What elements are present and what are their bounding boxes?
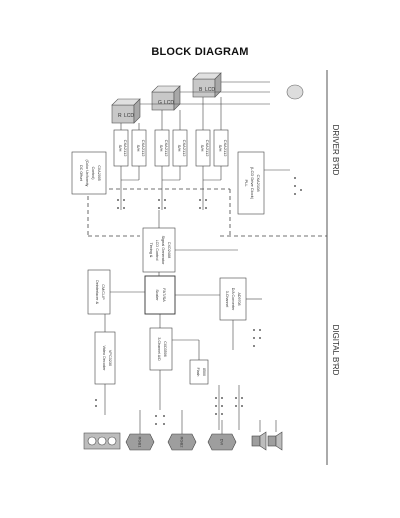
video-decoder-block: Video Decoder VPC3230 [94, 331, 116, 385]
sh-block-2: S/H CXA2112 [131, 129, 147, 167]
speaker-icon-2 [267, 431, 283, 451]
svg-text:CXA2112: CXA2112 [123, 140, 128, 158]
svg-text:DVI: DVI [220, 439, 225, 446]
speaker-icon [251, 431, 267, 451]
rgb1-connector: RGB1 [125, 433, 155, 451]
svg-text:VPC3230: VPC3230 [108, 350, 112, 366]
scaler-block: Scaler FA7/SA [144, 275, 176, 315]
svg-text:Flash: Flash [196, 368, 200, 377]
svg-text:CXA2005: CXA2005 [97, 165, 101, 180]
svg-text:8500: 8500 [202, 368, 206, 376]
deinterlacer-block: Deinterlacer & CM/CLIP [87, 269, 111, 315]
svg-text:PLL: PLL [244, 179, 249, 187]
ad-converter-block: 3-Channel A/D CXD3506 [149, 327, 173, 371]
driver-board-label: DRIVER B'RD [331, 125, 340, 176]
lamp-icon [286, 84, 304, 100]
svg-text:CXA2112: CXA2112 [223, 140, 228, 158]
svg-text:CXA2112: CXA2112 [205, 140, 210, 158]
svg-text:CXA2108: CXA2108 [256, 174, 261, 192]
timing-block: Timing & LCD Control Signal Generator CX… [142, 227, 176, 273]
lcd-r-color: R [118, 113, 122, 119]
svg-text:DC Offset: DC Offset [79, 165, 83, 181]
svg-text:RGB2: RGB2 [180, 437, 185, 449]
rgb2-connector: RGB2 [167, 433, 197, 451]
lcd-block-g: G LCD [151, 85, 181, 111]
svg-text:(LCD Drive Clock): (LCD Drive Clock) [250, 167, 255, 200]
svg-text:3-Channel A/D: 3-Channel A/D [157, 337, 161, 361]
pll-block: PLL (LCD Drive Clock) CXA2108 [237, 151, 265, 215]
svg-text:Control): Control) [91, 167, 95, 180]
lcd-g-color: G [158, 100, 162, 106]
lcd-b-color: B [199, 87, 203, 93]
svg-text:S/H: S/H [118, 145, 123, 152]
lcd-block-b: B LCD [192, 72, 222, 98]
svg-text:Timing &: Timing & [149, 243, 153, 258]
svg-text:LCD Control: LCD Control [155, 240, 159, 261]
dvi-connector: DVI [207, 433, 237, 451]
svg-text:Deinterlacer &: Deinterlacer & [95, 280, 99, 305]
sh-block-5: S/H CXA2112 [195, 129, 211, 167]
sh-block-6: S/H CXA2112 [213, 129, 229, 167]
digital-board-label: DIGITAL B'RD [331, 325, 340, 376]
svg-text:RGB1: RGB1 [138, 437, 143, 449]
svg-text:D/A Converter: D/A Converter [231, 288, 235, 311]
svg-text:Video Decoder: Video Decoder [102, 345, 106, 371]
svg-text:CXD2468: CXD2468 [167, 242, 171, 258]
lcd-g-label: LCD [164, 100, 174, 106]
lcd-r-label: LCD [124, 113, 134, 119]
svg-text:S/H: S/H [136, 145, 141, 152]
svg-text:S/H: S/H [218, 145, 223, 152]
svg-text:CXA2112: CXA2112 [182, 140, 187, 158]
sh-block-1: S/H CXA2112 [113, 129, 129, 167]
flash-block: Flash 8500 [189, 359, 209, 385]
lcd-block-r: R LCD [111, 98, 141, 124]
svg-text:CXA2112: CXA2112 [141, 140, 146, 158]
sh-block-3: S/H CXA2112 [154, 129, 170, 167]
svg-text:FA7/SA: FA7/SA [162, 288, 167, 302]
svg-text:S/H: S/H [159, 145, 164, 152]
sh-block-4: S/H CXA2112 [172, 129, 188, 167]
svg-text:S/H: S/H [200, 145, 205, 152]
svg-text:CM/CLIP: CM/CLIP [101, 284, 105, 300]
svg-text:S/H: S/H [177, 145, 182, 152]
svg-text:(Color Uniformity: (Color Uniformity [85, 160, 89, 187]
svg-text:CXA2112: CXA2112 [164, 140, 169, 158]
svg-text:Scaler: Scaler [155, 289, 160, 301]
svg-text:CXD3506: CXD3506 [163, 341, 167, 357]
svg-text:Signal Generator: Signal Generator [161, 236, 165, 265]
dc-offset-block: DC Offset (Color Uniformity Control) CXA… [71, 151, 107, 195]
da-converter-block: 3-Channel D/A Converter AD9708 [219, 277, 247, 321]
svg-text:3-Channel: 3-Channel [225, 291, 229, 308]
page-title: BLOCK DIAGRAM [151, 46, 249, 58]
av-input-connector [83, 432, 121, 450]
lcd-b-label: LCD [205, 87, 215, 93]
svg-text:AD9708: AD9708 [237, 293, 241, 306]
